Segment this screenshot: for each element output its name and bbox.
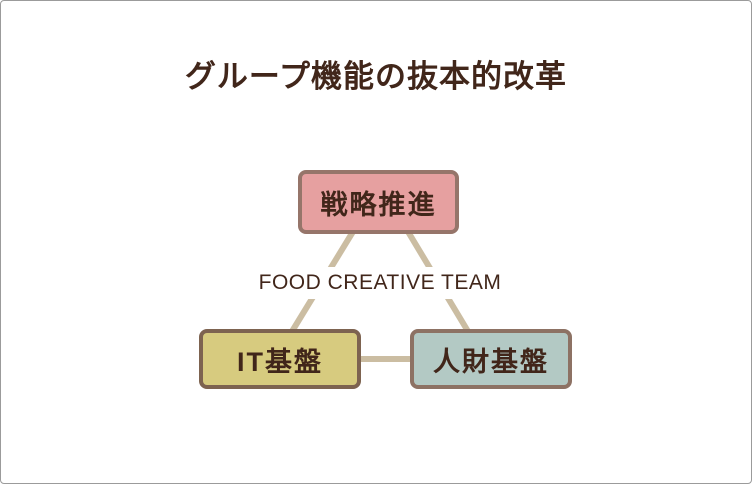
box-hr-foundation: 人財基盤 bbox=[410, 329, 572, 389]
box-strategy-promotion-label: 戦略推進 bbox=[320, 189, 437, 220]
box-hr-foundation-label: 人財基盤 bbox=[433, 346, 549, 377]
box-strategy-promotion: 戦略推進 bbox=[298, 170, 459, 234]
food-creative-team-label: FOOD CREATIVE TEAM bbox=[248, 267, 512, 299]
page-title: グループ機能の抜本的改革 bbox=[184, 59, 568, 94]
box-it-foundation: IT基盤 bbox=[199, 329, 361, 389]
box-it-foundation-label: IT基盤 bbox=[237, 346, 323, 377]
